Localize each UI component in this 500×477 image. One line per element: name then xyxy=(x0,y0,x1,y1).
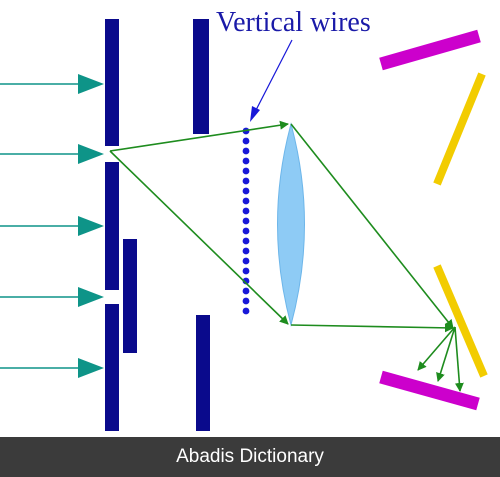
ray-lens-bottom-to-mirror xyxy=(290,323,454,333)
mirror-yellow-bottom xyxy=(433,264,488,378)
plate-lower-left xyxy=(105,304,119,431)
plate-upper-left xyxy=(105,19,119,146)
mirrors xyxy=(379,29,488,411)
ray-lens-top-to-mirror xyxy=(290,123,454,329)
footer-brand[interactable]: Abadis Dictionary xyxy=(176,446,324,467)
mirror-magenta-bottom xyxy=(379,370,480,411)
mirror-yellow-top xyxy=(433,72,486,186)
vertical-wires-label: Vertical wires xyxy=(216,7,371,38)
incoming-ray xyxy=(0,144,104,164)
mirror-magenta-top xyxy=(379,29,481,71)
reflected-ray-2 xyxy=(436,326,456,382)
reflected-ray-3 xyxy=(454,326,464,392)
plate-lower-right xyxy=(196,315,210,431)
slit-plates xyxy=(105,19,210,431)
ray-paths xyxy=(109,120,464,392)
incoming-ray xyxy=(0,74,104,94)
plate-middle-left xyxy=(105,162,119,290)
incoming-ray xyxy=(0,358,104,378)
lens xyxy=(277,122,305,327)
ray-upper-to-lens xyxy=(109,120,289,152)
plate-upper-right xyxy=(193,19,209,134)
reflected-ray-1 xyxy=(417,326,456,371)
incoming-ray xyxy=(0,216,104,236)
label-pointer xyxy=(250,39,293,122)
optics-diagram: Vertical wires xyxy=(0,7,488,431)
incoming-ray xyxy=(0,287,104,307)
plate-offset xyxy=(123,239,137,353)
incoming-rays xyxy=(0,74,104,378)
footer-bar: Abadis Dictionary xyxy=(0,437,500,477)
ray-lower-to-lens xyxy=(109,150,289,325)
